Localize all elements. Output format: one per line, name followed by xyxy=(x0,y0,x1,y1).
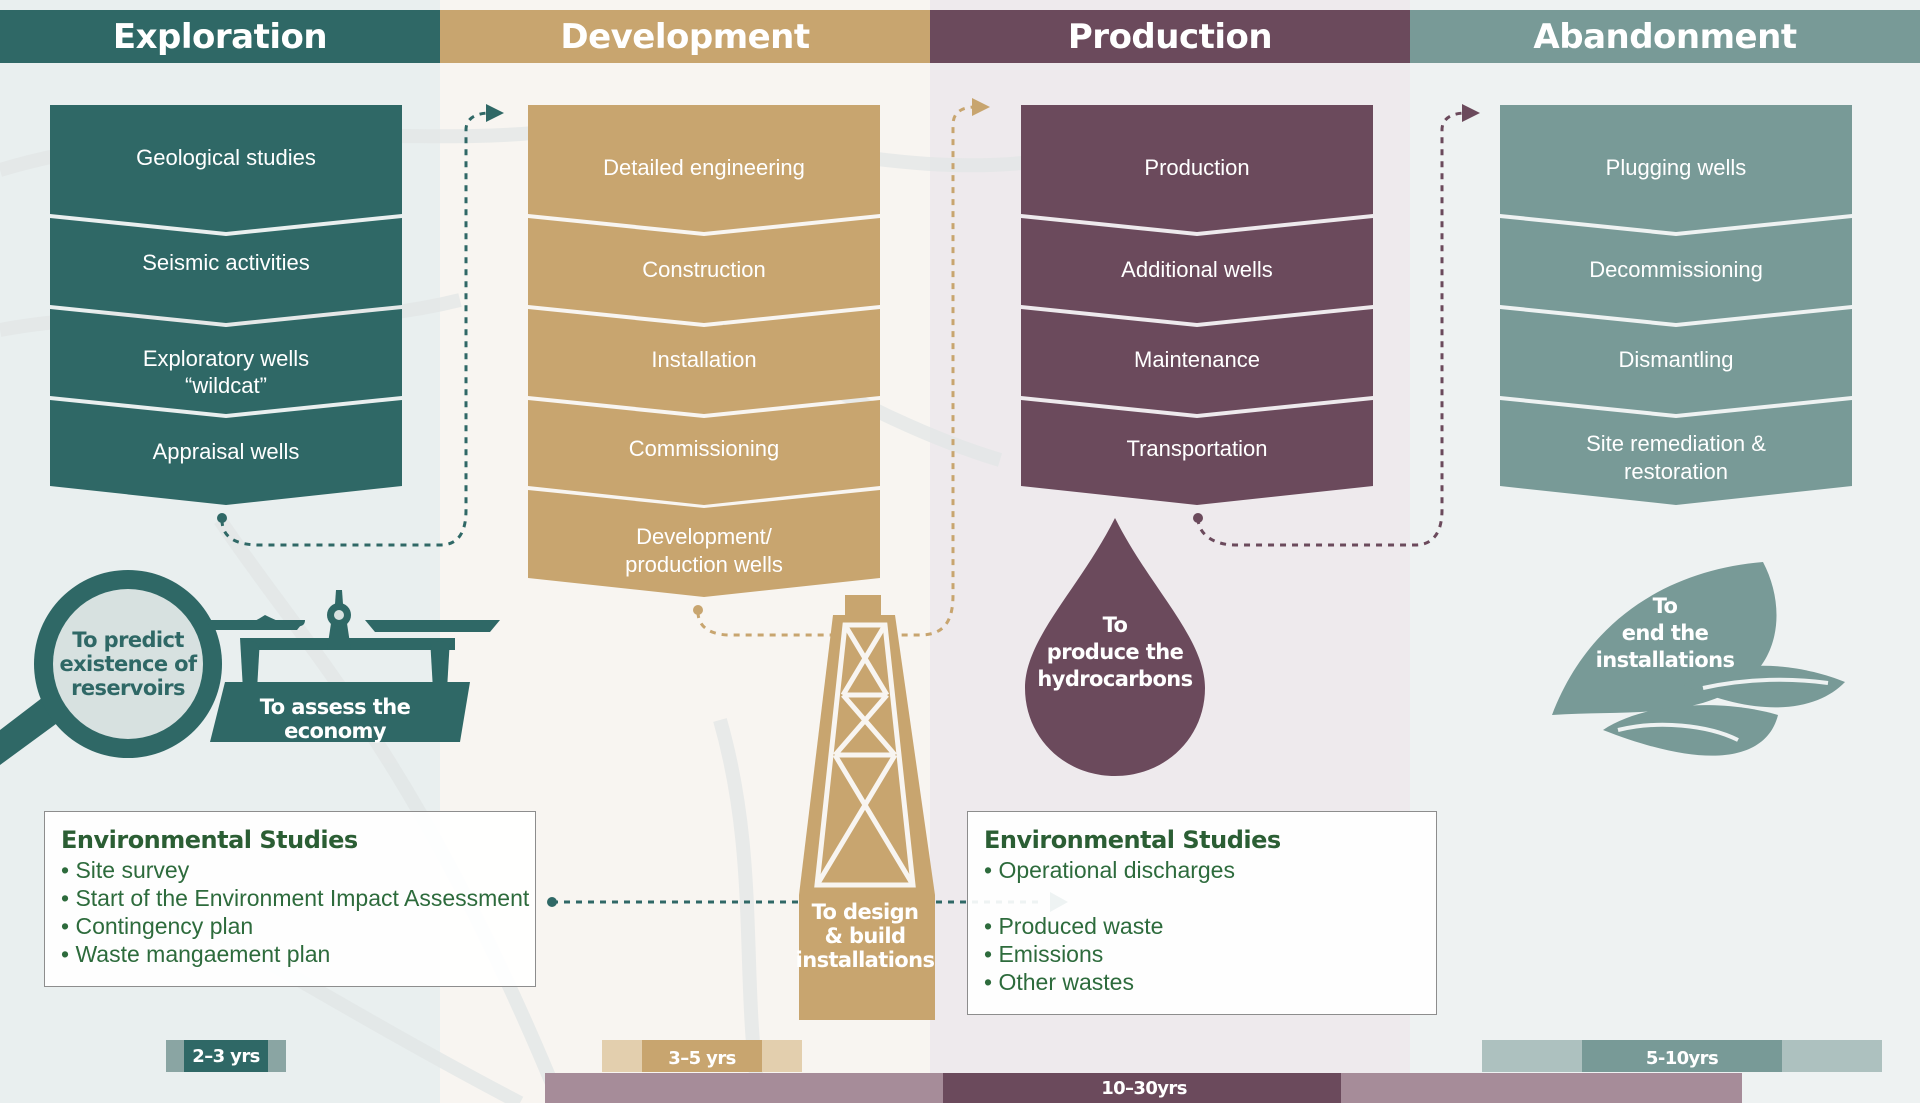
duration-label-development: 3–5 yrs xyxy=(668,1047,736,1069)
duration-bar-exploration xyxy=(166,1040,286,1072)
env-studies-box-production: Environmental Studies Operational discha… xyxy=(967,811,1437,1015)
list-item: Operational discharges xyxy=(984,856,1420,884)
list-item: Waste mangaement plan xyxy=(61,940,519,968)
step-geological-studies: Geological studies xyxy=(136,145,316,170)
label-assess-economy: To assess the economy xyxy=(259,695,411,743)
label-end-installations: To end the installations xyxy=(1595,594,1735,672)
duration-bar-development xyxy=(602,1040,802,1072)
oil-drop-icon xyxy=(1025,518,1205,776)
step-maintenance: Maintenance xyxy=(1134,347,1260,372)
drilling-rig-icon xyxy=(799,595,935,1020)
phase-header-production: Production xyxy=(930,10,1410,63)
list-item: Emissions xyxy=(984,940,1420,968)
env-studies-box-exploration: Environmental Studies Site survey Start … xyxy=(44,811,536,987)
step-installation: Installation xyxy=(651,347,757,372)
env-studies-list: Operational discharges Produced waste Em… xyxy=(984,856,1420,996)
step-seismic-activities: Seismic activities xyxy=(142,250,310,275)
magnifier-icon xyxy=(0,570,222,765)
duration-label-exploration: 2–3 yrs xyxy=(192,1045,260,1067)
phase-header-exploration: Exploration xyxy=(0,10,440,63)
step-production: Production xyxy=(1144,155,1250,180)
scales-icon xyxy=(205,590,500,742)
list-item: Produced waste xyxy=(984,912,1420,940)
duration-label-production: 10–30yrs xyxy=(1101,1077,1187,1099)
step-site-remediation: Site remediation & restoration xyxy=(1586,431,1766,484)
leaf-icon xyxy=(1552,562,1845,756)
step-exploratory-wells: Exploratory wells “wildcat” xyxy=(142,346,310,398)
label-predict-reservoirs: To predict existence of reservoirs xyxy=(59,628,197,700)
phase-header-abandonment: Abandonment xyxy=(1410,10,1920,63)
list-item: Contingency plan xyxy=(61,912,519,940)
step-commissioning: Commissioning xyxy=(628,436,780,461)
list-item: Start of the Environment Impact Assessme… xyxy=(61,884,529,912)
label-produce-hydrocarbons: To produce the hydrocarbons xyxy=(1037,613,1193,691)
duration-bar-abandonment xyxy=(1482,1040,1882,1072)
exploration-steps: Geological studies xyxy=(50,105,402,230)
duration-bar-production xyxy=(545,1073,1742,1103)
step-development-production-wells: Development/ production wells xyxy=(625,524,783,577)
duration-label-abandonment: 5-10yrs xyxy=(1645,1047,1719,1069)
env-studies-title: Environmental Studies xyxy=(61,826,358,854)
list-item: Other wastes xyxy=(984,968,1420,996)
env-studies-list: Site survey Start of the Environment Imp… xyxy=(61,856,529,968)
step-appraisal-wells: Appraisal wells xyxy=(152,439,300,464)
step-additional-wells: Additional wells xyxy=(1121,257,1273,282)
step-decommissioning: Decommissioning xyxy=(1589,257,1763,282)
step-dismantling: Dismantling xyxy=(1618,347,1734,372)
step-detailed-engineering: Detailed engineering xyxy=(603,155,805,180)
step-transportation: Transportation xyxy=(1126,436,1268,461)
list-item: Site survey xyxy=(61,856,519,884)
step-plugging-wells: Plugging wells xyxy=(1605,155,1747,180)
env-studies-title: Environmental Studies xyxy=(984,826,1281,854)
phase-header-development: Development xyxy=(440,10,930,63)
label-design-build: To design & build installations xyxy=(795,900,935,972)
step-construction: Construction xyxy=(642,257,766,282)
